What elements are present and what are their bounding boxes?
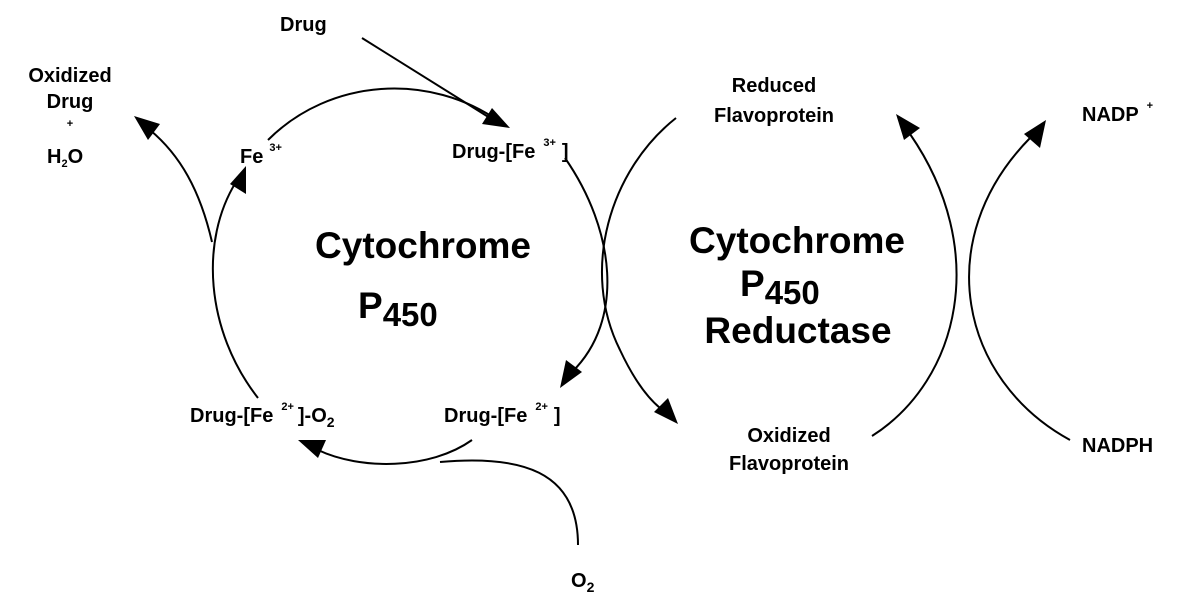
arrowhead-drug-fe2 (560, 360, 582, 388)
label-oxidized-flavoprotein-line1: Oxidized (747, 425, 830, 447)
arrowhead-oxidized-drug (134, 116, 160, 140)
right-cycle-title: Cytochrome (689, 220, 905, 261)
right-cycle-p450: P450 (740, 263, 820, 311)
arrowhead-reduced-flavoprotein (896, 114, 920, 140)
arc-drug-fe2-to-drug-fe2-o2 (317, 439, 473, 465)
label-nadph: NADPH (1082, 435, 1153, 457)
arrowhead-drug-binding (482, 108, 510, 128)
label-water: H2O (47, 146, 83, 170)
arrowhead-fe3 (230, 166, 246, 194)
label-nadp: NADP+ (1082, 100, 1153, 126)
arrow-oxidized-drug-release (149, 129, 213, 243)
label-oxidized-flavoprotein-line2: Flavoprotein (729, 453, 849, 475)
right-cycle-subtitle: Reductase (704, 310, 891, 351)
arc-fe3-to-drug-fe3 (267, 87, 501, 141)
label-o2-input: O2 (571, 570, 595, 595)
arrowhead-nadp (1024, 120, 1046, 148)
arrow-nadph-to-nadp (968, 137, 1071, 441)
left-cycle-title: Cytochrome (315, 225, 531, 266)
label-reduced-flavoprotein-line1: Reduced (732, 75, 816, 97)
arrowhead-oxidized-flavoprotein (654, 398, 678, 424)
label-oxidized-drug-line1: Oxidized (28, 65, 111, 87)
arc-drug-fe2-o2-to-fe3 (211, 181, 259, 399)
label-drug-input: Drug (280, 14, 327, 36)
arc-oxidized-to-reduced-flavoprotein (871, 133, 958, 437)
arrow-o2-input (439, 459, 579, 546)
left-cycle-p450: P450 (358, 285, 438, 333)
arc-reduced-to-oxidized-flavoprotein (601, 117, 677, 409)
label-reduced-flavoprotein-line2: Flavoprotein (714, 105, 834, 127)
label-plus: + (67, 118, 73, 130)
label-oxidized-drug-line2: Drug (47, 91, 94, 113)
arc-drug-fe3-to-drug-fe2 (564, 157, 609, 373)
arrowhead-drug-fe2-o2 (298, 440, 326, 458)
